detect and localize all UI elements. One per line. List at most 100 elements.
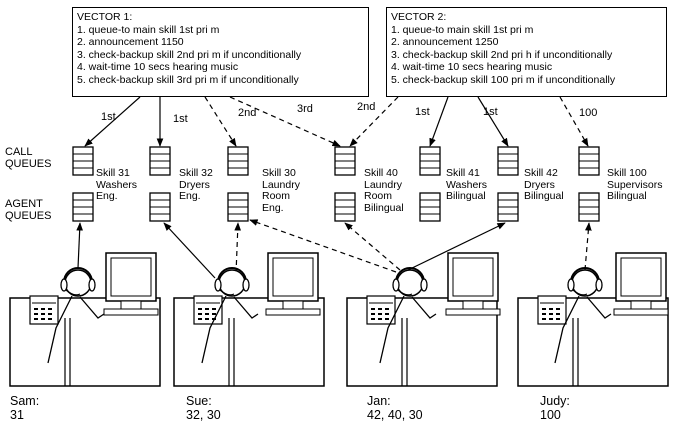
skill-label-line: Laundry xyxy=(364,178,402,191)
skill-label-line: Room xyxy=(262,190,291,202)
vector-1-step: 4. wait-time 10 secs hearing music xyxy=(77,61,239,73)
skill-label-line: Bilingual xyxy=(364,201,404,214)
vector-1-step: 1. queue-to main skill 1st pri m xyxy=(77,23,220,36)
call-queues-label-line: QUEUES xyxy=(5,158,52,170)
agent-queue xyxy=(497,192,519,222)
headset-icon xyxy=(395,267,425,283)
priority-label: 1st xyxy=(483,106,498,118)
agent-label-jan: Jan: 42, 40, 30 xyxy=(367,394,423,422)
skill-label: Skill 42 Dryers Bilingual xyxy=(524,167,564,203)
vector-route-line xyxy=(429,96,449,147)
agent-queue xyxy=(334,192,356,222)
agent-skill-link xyxy=(407,222,506,271)
vector-route-line xyxy=(204,96,237,147)
agent-queues-label: AGENT QUEUES xyxy=(5,198,51,222)
agent-skills: 42, 40, 30 xyxy=(367,408,423,422)
skill-label-line: Washers xyxy=(446,178,488,191)
agent-queues-label-line: QUEUES xyxy=(5,210,52,222)
skill-label-line: Eng. xyxy=(262,201,284,214)
skill-label-line: Skill 32 xyxy=(179,167,213,179)
skill-label-line: Skill 42 xyxy=(524,167,558,179)
agent-workstation xyxy=(9,252,161,387)
priority-label: 1st xyxy=(415,106,430,118)
vector-1-step: 3. check-backup skill 2nd pri m if uncon… xyxy=(77,48,302,61)
skill-label-line: Eng. xyxy=(179,190,201,202)
agent-name: Jan: xyxy=(367,394,391,408)
agent-queue xyxy=(227,192,249,222)
call-queue xyxy=(72,146,94,176)
skill-label: Skill 40 Laundry Room Bilingual xyxy=(364,167,404,214)
skill-label-line: Bilingual xyxy=(607,190,647,202)
skill-label-line: Dryers xyxy=(179,178,210,191)
call-queues-label-line: CALL xyxy=(5,146,33,158)
skill-label-line: Supervisors xyxy=(607,178,663,191)
vector-1-step: 2. announcement 1150 xyxy=(77,36,184,48)
agent-queue xyxy=(72,192,94,222)
priority-label: 3rd xyxy=(297,103,313,115)
skill-label: Skill 31 Washers Eng. xyxy=(96,167,138,203)
agent-skill-link xyxy=(249,219,397,273)
agent-queue xyxy=(149,192,171,222)
skill-label-line: Skill 30 xyxy=(262,167,296,179)
skill-label-line: Eng. xyxy=(96,190,118,202)
agent-label-sue: Sue: 32, 30 xyxy=(186,394,221,422)
vector-route-line xyxy=(349,96,399,147)
skill-label: Skill 41 Washers Bilingual xyxy=(446,167,488,203)
priority-label: 100 xyxy=(579,107,598,119)
agent-skill-link xyxy=(76,222,84,269)
call-queue xyxy=(419,146,441,176)
agent-workstation xyxy=(173,252,325,387)
skill-label-line: Bilingual xyxy=(524,190,564,202)
agent-skill-link xyxy=(344,222,401,271)
agent-skills: 32, 30 xyxy=(186,408,221,422)
skill-label: Skill 30 Laundry Room Eng. xyxy=(262,167,300,214)
vector-route-line xyxy=(229,96,341,147)
agent-name: Sue: xyxy=(186,394,212,408)
agent-name: Sam: xyxy=(10,394,40,408)
agent-workstation xyxy=(346,252,501,387)
agent-queue xyxy=(419,192,441,222)
vector-1-title: VECTOR 1: xyxy=(77,11,133,23)
agent-queues-label-line: AGENT xyxy=(5,198,43,210)
skill-label-line: Skill 40 xyxy=(364,167,398,179)
skill-label-line: Skill 100 xyxy=(607,167,647,179)
skill-label-line: Skill 31 xyxy=(96,167,130,179)
vector-1-step: 5. check-backup skill 3rd pri m if uncon… xyxy=(77,73,299,86)
priority-label: 2nd xyxy=(357,101,376,113)
agent-name: Judy: xyxy=(540,394,570,408)
skill-label-line: Washers xyxy=(96,178,138,191)
vector-route-line xyxy=(84,96,141,147)
skill-label-line: Dryers xyxy=(524,178,555,191)
vector-1-box: VECTOR 1: 1. queue-to main skill 1st pri… xyxy=(72,7,369,97)
skill-label-line: Skill 41 xyxy=(446,167,480,179)
vector-2-step: 2. announcement 1250 xyxy=(391,36,499,48)
headset-icon xyxy=(570,267,600,283)
agent-skill-link xyxy=(234,222,242,275)
agent-queue xyxy=(578,192,600,222)
skill-label: Skill 100 Supervisors Bilingual xyxy=(607,167,663,203)
priority-label: 2nd xyxy=(238,107,257,119)
call-queue xyxy=(227,146,249,176)
agent-skill-link xyxy=(584,222,592,271)
agent-workstation xyxy=(517,252,669,387)
call-queue xyxy=(149,146,171,176)
agent-skills: 100 xyxy=(540,408,561,422)
priority-label: 1st xyxy=(101,111,116,123)
vector-2-step: 5. check-backup skill 100 pri m if uncon… xyxy=(391,73,616,86)
headset-icon xyxy=(63,267,93,283)
skill-label-line: Room xyxy=(364,190,393,202)
agent-label-sam: Sam: 31 xyxy=(10,394,39,422)
call-queue xyxy=(578,146,600,176)
skill-label-line: Laundry xyxy=(262,178,300,191)
vector-2-box: VECTOR 2: 1. queue-to main skill 1st pri… xyxy=(386,7,667,97)
agent-skill-link xyxy=(163,222,216,279)
agent-label-judy: Judy: 100 xyxy=(540,394,570,422)
agent-skills: 31 xyxy=(10,408,24,422)
vector-2-step: 3. check-backup skill 2nd pri h if uncon… xyxy=(391,48,613,61)
vector-2-step: 4. wait-time 10 secs hearing music xyxy=(391,61,553,73)
skill-label-line: Bilingual xyxy=(446,190,486,202)
vector-2-step: 1. queue-to main skill 1st pri m xyxy=(391,23,534,36)
call-queue xyxy=(497,146,519,176)
